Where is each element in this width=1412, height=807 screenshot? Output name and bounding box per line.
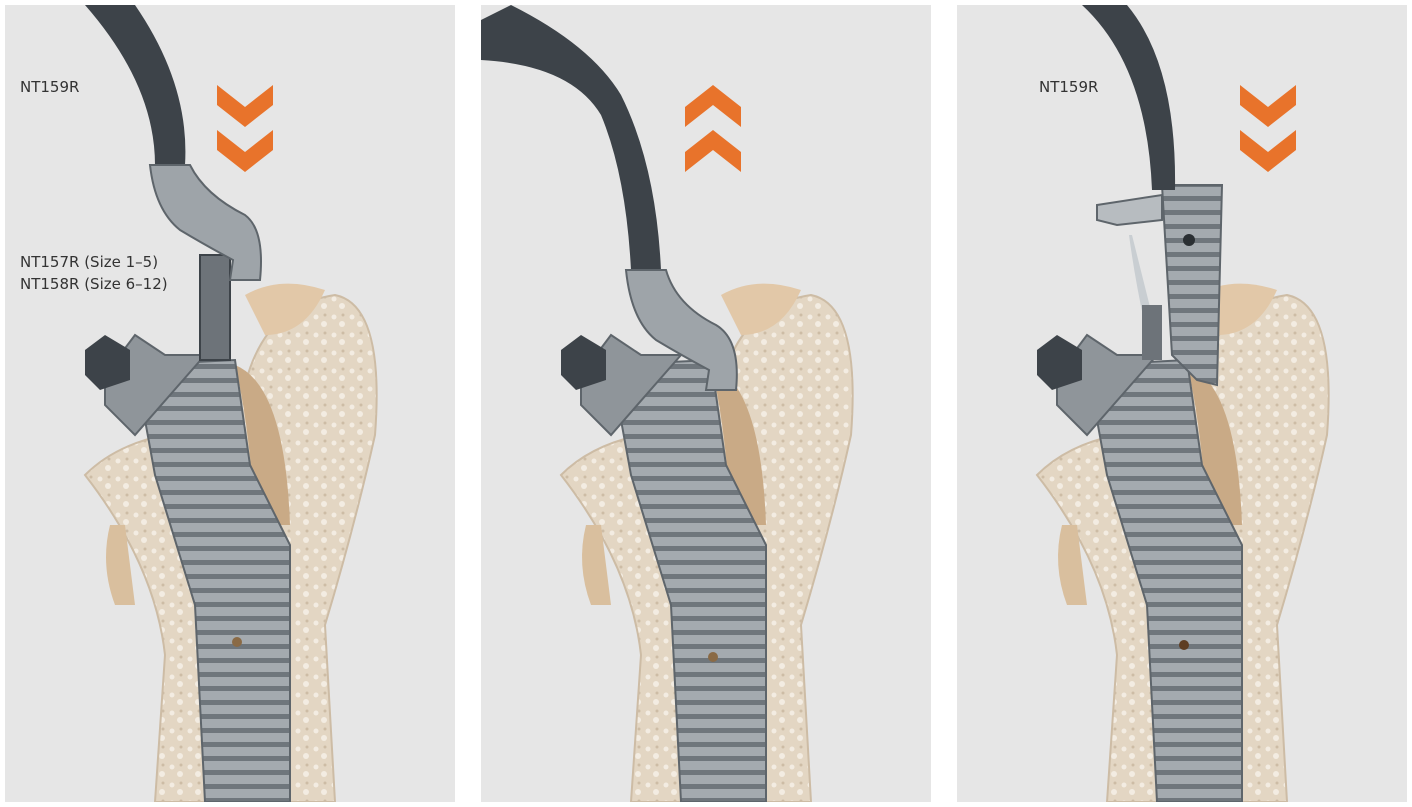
impactor-instrument (85, 5, 185, 165)
panel-step-3: NT159R (957, 5, 1407, 802)
arrow-down-icon (217, 85, 273, 177)
implant-illustration (957, 5, 1407, 802)
trial-neck (1162, 185, 1222, 385)
impactor-instrument (481, 5, 661, 270)
instrument-label: NT159R (20, 78, 79, 98)
panel-step-2 (481, 5, 931, 802)
size-label-large: NT158R (Size 6–12) (20, 275, 168, 295)
arrow-up-icon (685, 85, 741, 177)
arrow-down-icon (1240, 85, 1296, 177)
panel-step-1: NT159R NT157R (Size 1–5) NT158R (Size 6–… (5, 5, 455, 802)
instrument-label: NT159R (1039, 78, 1098, 98)
size-label-small: NT157R (Size 1–5) (20, 253, 158, 273)
impactor-instrument (1082, 5, 1175, 190)
